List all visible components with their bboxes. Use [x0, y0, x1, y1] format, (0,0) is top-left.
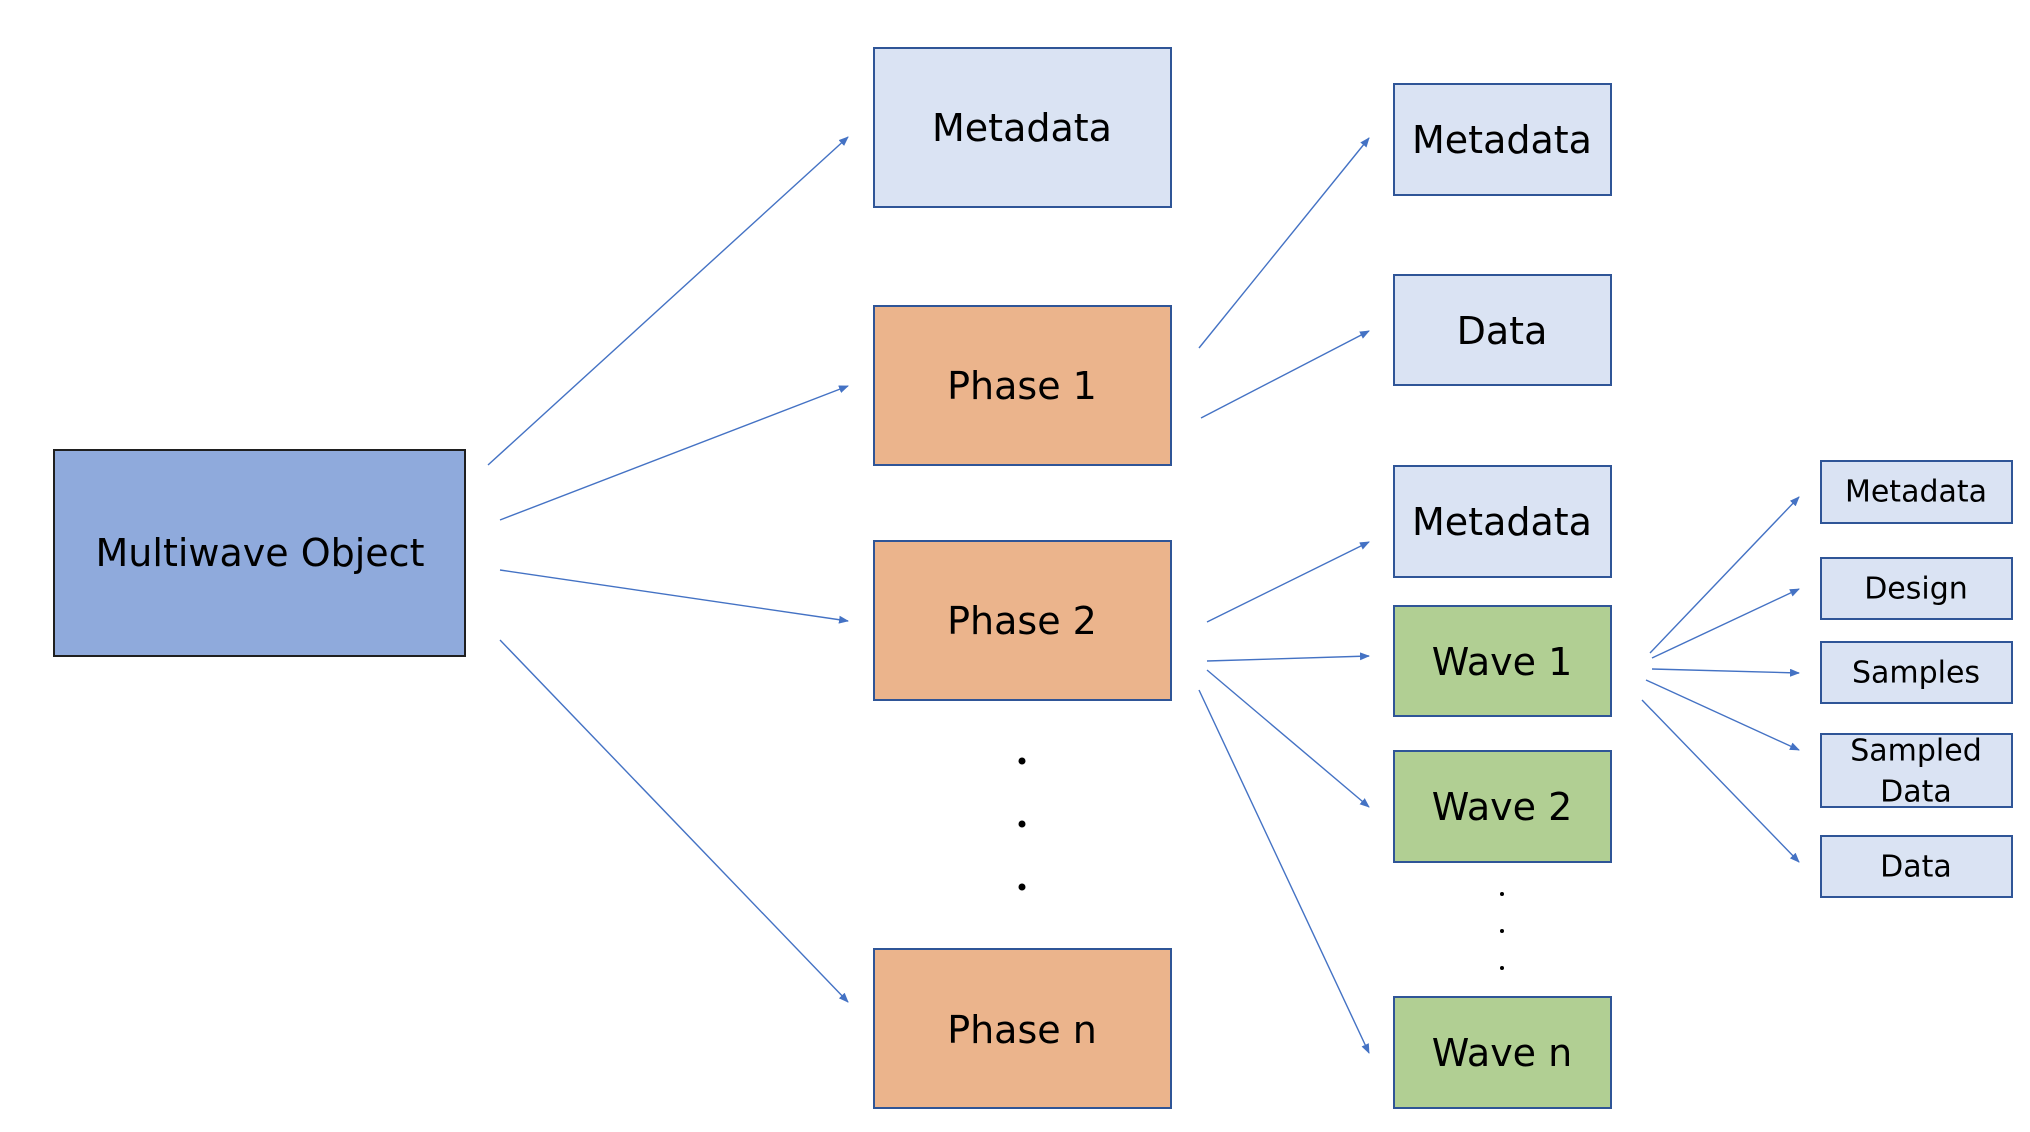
- ellipsis-dot: [1500, 929, 1504, 933]
- edge-phase-1-to-data: [1200, 330, 1370, 419]
- node-box: [1393, 750, 1612, 863]
- node-box: [1393, 274, 1612, 386]
- node-box: [1393, 83, 1612, 196]
- node-label: Design: [1864, 572, 1968, 607]
- node-label: Phase 2: [947, 599, 1097, 643]
- edge-phase-2-to-metadata: [1206, 541, 1370, 623]
- node-box: [1820, 641, 2013, 704]
- node-label: Metadata: [1412, 500, 1592, 544]
- node-label-line-1: Sampled: [1850, 734, 1982, 769]
- node-label: Wave 1: [1432, 640, 1573, 684]
- node-phase-2-metadata: Metadata: [1393, 465, 1612, 578]
- ellipsis-dot: [1018, 820, 1026, 828]
- ellipsis-dot: [1018, 757, 1026, 765]
- edge-root-to-metadata: [487, 136, 849, 466]
- node-multiwave-object: Multiwave Object: [53, 449, 466, 657]
- node-box: [873, 540, 1172, 701]
- node-box: [873, 948, 1172, 1109]
- node-wave-1-metadata: Metadata: [1820, 460, 2013, 524]
- node-label: Data: [1880, 850, 1952, 885]
- edge-phase-2-to-wave-1: [1206, 652, 1370, 662]
- ellipsis-dot: [1018, 883, 1026, 891]
- node-wave-1: Wave 1: [1393, 605, 1612, 717]
- node-box: [1393, 996, 1612, 1109]
- node-label: Metadata: [932, 106, 1112, 150]
- node-phase-1: Phase 1: [873, 305, 1172, 466]
- node-wave-n: Wave n: [1393, 996, 1612, 1109]
- node-label: Metadata: [1845, 475, 1987, 510]
- edge-phase-1-to-metadata: [1198, 137, 1370, 349]
- node-box: [1820, 835, 2013, 898]
- edge-wave-1-to-sampled-data: [1645, 679, 1800, 751]
- edge-root-to-phase-n: [499, 639, 849, 1003]
- ellipsis-dot: [1500, 966, 1504, 970]
- node-label: Multiwave Object: [96, 531, 425, 575]
- node-box: [873, 47, 1172, 208]
- ellipsis-dot: [1500, 892, 1504, 896]
- node-label: Wave 2: [1432, 785, 1573, 829]
- node-box: [1820, 557, 2013, 620]
- node-label: Phase n: [947, 1008, 1097, 1052]
- edge-root-to-phase-1: [499, 385, 849, 521]
- node-box: [53, 449, 466, 657]
- node-label: Wave n: [1432, 1031, 1572, 1075]
- node-samples: Samples: [1820, 641, 2013, 704]
- edge-phase-2-to-wave-2: [1206, 669, 1370, 808]
- node-design: Design: [1820, 557, 2013, 620]
- node-wave-1-data: Data: [1820, 835, 2013, 898]
- node-box: [873, 305, 1172, 466]
- edge-wave-1-to-data: [1641, 699, 1800, 863]
- node-box: [1820, 733, 2013, 808]
- node-wave-2: Wave 2: [1393, 750, 1612, 863]
- node-metadata: Metadata: [873, 47, 1172, 208]
- node-phase-1-data: Data: [1393, 274, 1612, 386]
- node-label: Metadata: [1412, 118, 1592, 162]
- node-box: [1393, 465, 1612, 578]
- edge-wave-1-to-design: [1651, 588, 1800, 659]
- node-box: [1820, 460, 2013, 524]
- ellipsis-phases: [1018, 757, 1026, 891]
- node-phase-2: Phase 2: [873, 540, 1172, 701]
- edge-root-to-phase-2: [499, 569, 849, 624]
- node-label: Samples: [1852, 656, 1980, 691]
- ellipsis-waves: [1500, 892, 1504, 970]
- node-label-line-2: Data: [1880, 775, 1952, 810]
- node-sampled-data: Sampled Data: [1820, 733, 2013, 810]
- edge-phase-2-to-wave-n: [1198, 689, 1370, 1054]
- node-label: Data: [1457, 309, 1548, 353]
- edge-wave-1-to-metadata: [1649, 496, 1800, 654]
- edges: [487, 136, 1800, 1054]
- node-phase-1-metadata: Metadata: [1393, 83, 1612, 196]
- edge-wave-1-to-samples: [1651, 668, 1800, 677]
- node-label: Phase 1: [947, 364, 1097, 408]
- node-phase-n: Phase n: [873, 948, 1172, 1109]
- node-box: [1393, 605, 1612, 717]
